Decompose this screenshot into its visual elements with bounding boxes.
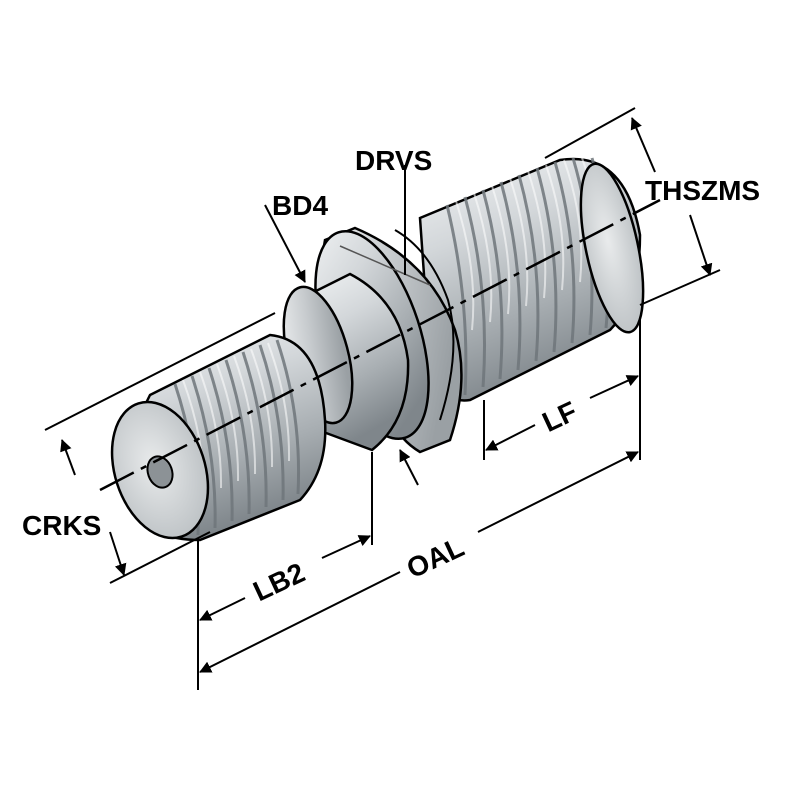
label-oal: OAL [402, 531, 469, 584]
label-thszms: THSZMS [645, 175, 760, 206]
crks-dimension-line [60, 439, 76, 476]
thszms-dimension-line [630, 117, 656, 173]
label-bd4: BD4 [272, 190, 328, 221]
label-crks: CRKS [22, 510, 101, 541]
pull-stud-body [110, 157, 645, 542]
small-thread [110, 333, 327, 542]
label-drvs: DRVS [355, 145, 432, 176]
center-axis [99, 198, 661, 492]
lb2-dimension-line [199, 597, 246, 621]
label-lb2: LB2 [248, 557, 309, 607]
label-lf: LF [538, 395, 582, 438]
lf-dimension-line [485, 424, 536, 451]
dimensions [44, 107, 721, 690]
center-bore [146, 455, 174, 489]
bd4-leader [264, 204, 306, 283]
oal-dimension-line [199, 571, 401, 673]
